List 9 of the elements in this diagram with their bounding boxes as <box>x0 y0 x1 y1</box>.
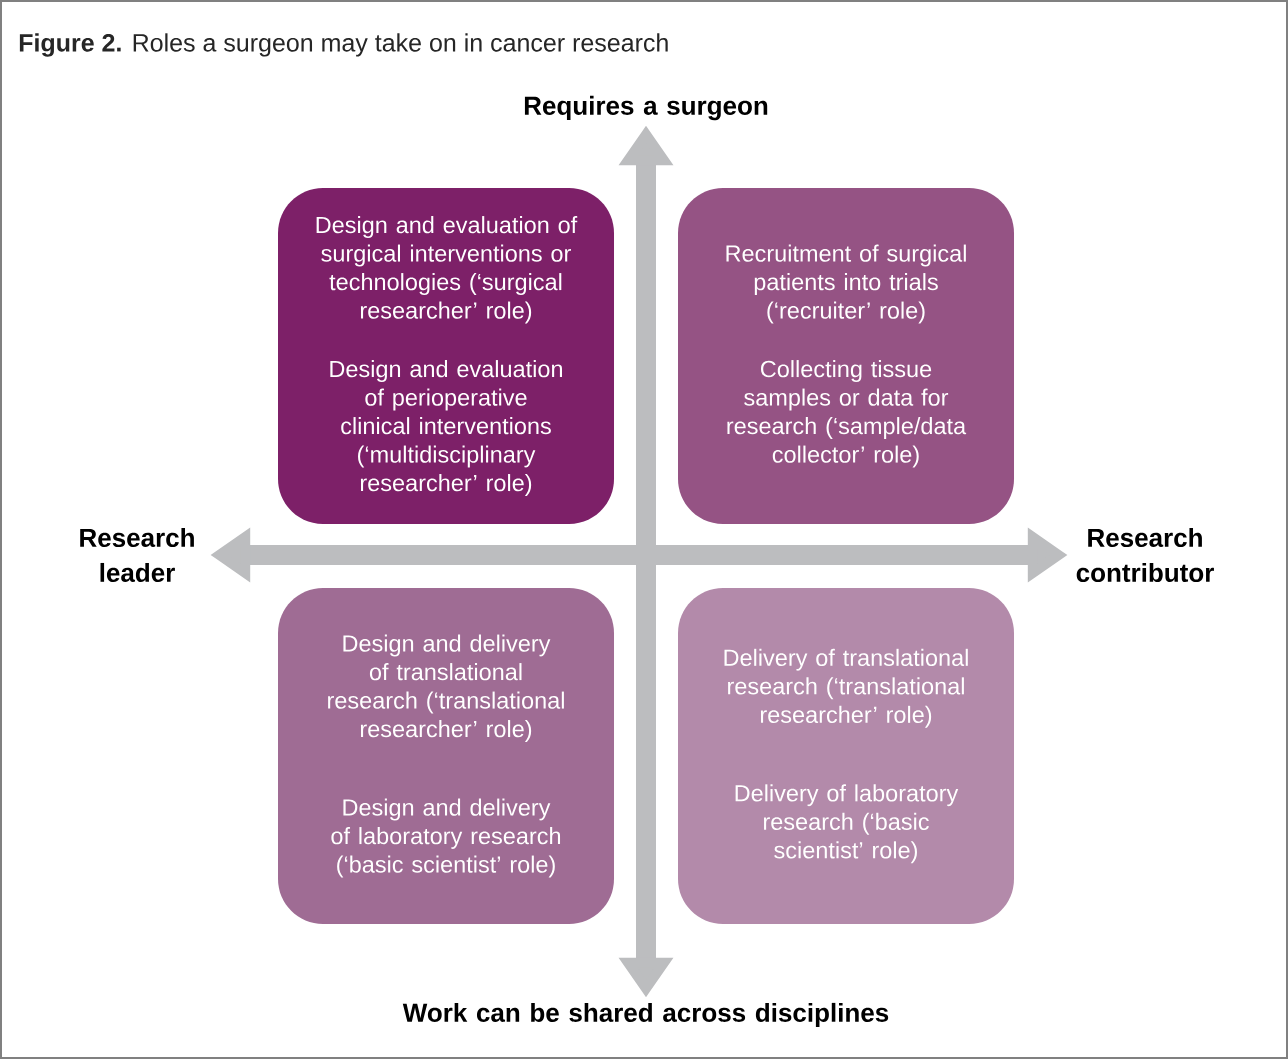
axis-label: Research contributor <box>1076 527 1214 583</box>
role-box: Design and evaluation of surgical interventions or technologies (‘surgical researcher’ role) Design and evaluation of perioperative clinical interventions (‘multidisciplinary researcher’ role) <box>278 188 614 524</box>
figure-title: Figure 2. Roles a surgeon may take on in cancer research <box>19 33 668 57</box>
axis-label: Requires a surgeon <box>524 95 768 121</box>
axis-label: Work can be shared across disciplines <box>402 1002 889 1028</box>
role-box: Recruitment of surgical patients into trials (‘recruiter’ role) Collecting tissue samples or data for research (‘sample/data collector’ role) <box>678 188 1014 524</box>
role-box: Design and delivery of translational research (‘translational researcher’ role) Design and delivery of laboratory research (‘basic scientist’ role) <box>278 588 614 924</box>
axis-label: Research leader <box>80 527 194 583</box>
role-box: Delivery of translational research (‘translational researcher’ role) Delivery of laboratory research (‘basic scientist’ role) <box>678 588 1014 924</box>
